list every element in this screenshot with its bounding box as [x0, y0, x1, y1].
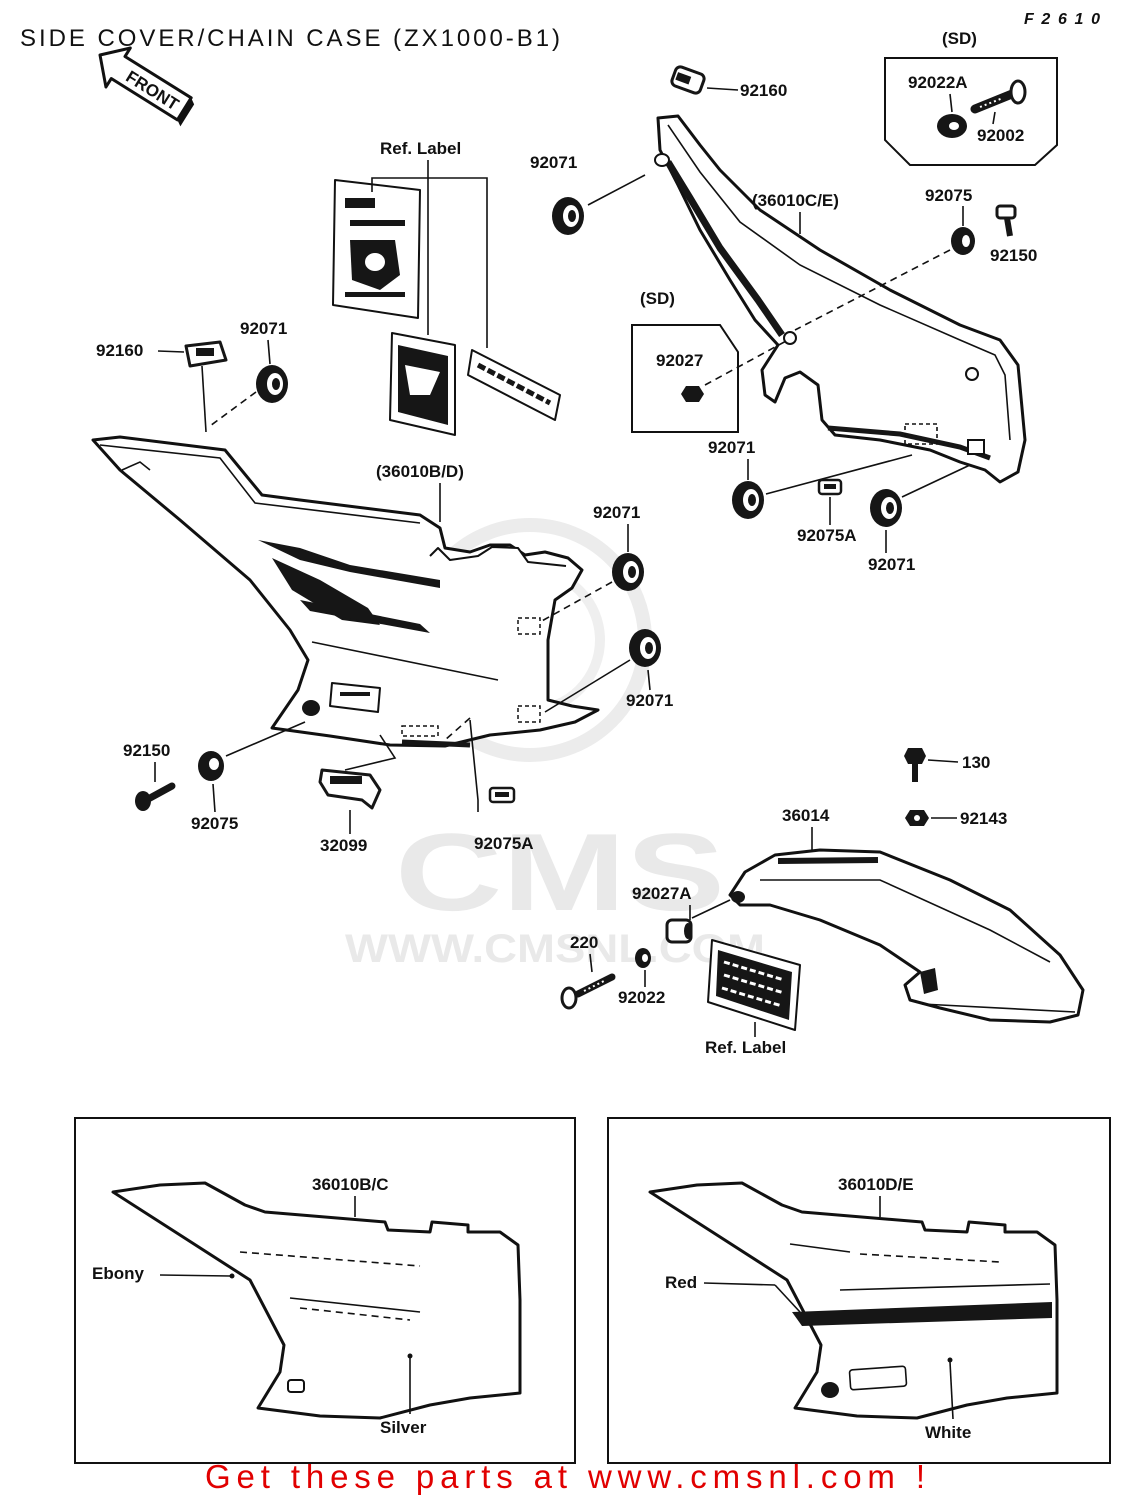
- variant-box-left: [74, 1117, 576, 1464]
- grommet-92071-top-icon: [551, 196, 585, 236]
- washer-92022-icon: [635, 948, 651, 968]
- sd-kit-top-label: (SD): [942, 29, 977, 48]
- color-variant-36010de: 36010D/E Red White: [607, 1117, 1111, 1464]
- variant-right-color-white: White: [925, 1423, 971, 1442]
- sd-kit-top: (SD) 92022A 92002: [884, 29, 1058, 166]
- side-cover-36010bd: [91, 435, 600, 748]
- callout-92022a: 92022A: [908, 73, 968, 92]
- callout-92071-mid: 92071: [708, 438, 755, 457]
- nut-92143-icon: [905, 810, 929, 826]
- clip-92160-top-icon: [670, 65, 706, 95]
- bolt-92150-right-icon: [995, 204, 1017, 237]
- bolt-92002-icon: [970, 79, 1027, 114]
- variant-left-color-silver: Silver: [380, 1418, 427, 1437]
- variant-right-part-number: 36010D/E: [838, 1175, 914, 1194]
- bolt-220-icon: [560, 973, 616, 1010]
- ref-label-plate: [707, 939, 801, 1031]
- grommet-92071-cover-lower-icon: [628, 628, 662, 668]
- figure-code: F2610: [1024, 11, 1100, 28]
- callout-92150-left: 92150: [123, 741, 170, 760]
- watermark: CMS WWW.CMSNL.COM: [345, 518, 765, 971]
- callout-92071-left: 92071: [240, 319, 287, 338]
- callout-92150-right: 92150: [990, 246, 1037, 265]
- grommet-92075-left-icon: [198, 751, 224, 781]
- callout-ref-label-bottom: Ref. Label: [705, 1038, 786, 1057]
- sd-kit-mid: (SD) 92027: [631, 289, 789, 433]
- color-variant-36010bc: 36010B/C Ebony Silver: [74, 1117, 576, 1464]
- bolt-130-icon: [904, 748, 926, 782]
- callout-92071-top: 92071: [530, 153, 577, 172]
- callout-36014: 36014: [782, 806, 830, 825]
- grommet-92071-cover-upper-icon: [611, 552, 645, 592]
- callout-92075-right: 92075: [925, 186, 972, 205]
- sd-kit-top-box: [884, 57, 1058, 166]
- callout-92160-left: 92160: [96, 341, 143, 360]
- callout-92160-top: 92160: [740, 81, 787, 100]
- callout-92143: 92143: [960, 809, 1007, 828]
- variant-left-part-number: 36010B/C: [312, 1175, 389, 1194]
- callout-36010ce: (36010C/E): [752, 191, 839, 210]
- callout-92071-cover-upper: 92071: [593, 503, 640, 522]
- callout-ref-label-top: Ref. Label: [380, 139, 461, 158]
- grommet-92075-right-icon: [951, 227, 975, 255]
- callout-92027a: 92027A: [632, 884, 692, 903]
- callout-92071-right-lower: 92071: [868, 555, 915, 574]
- grommet-92071-mid-icon: [731, 480, 765, 520]
- watermark-url-text: WWW.CMSNL.COM: [345, 927, 765, 971]
- ref-label-sheets: [332, 179, 561, 436]
- variant-left-color-ebony: Ebony: [92, 1264, 144, 1283]
- clip-92075a-left-icon: [488, 786, 516, 804]
- callout-32099: 32099: [320, 836, 367, 855]
- variant-box-right: [607, 1117, 1111, 1464]
- callout-92075a-left: 92075A: [474, 834, 534, 853]
- chain-case-rear-36014: [728, 848, 1085, 1024]
- sd-kit-mid-label: (SD): [640, 289, 675, 308]
- bracket-32099-icon: [318, 768, 382, 810]
- callout-36010bd: (36010B/D): [376, 462, 464, 481]
- callout-130: 130: [962, 753, 990, 772]
- page-title: SIDE COVER/CHAIN CASE (ZX1000-B1): [20, 25, 560, 52]
- grommet-92071-left-icon: [255, 364, 289, 404]
- callout-92027: 92027: [656, 351, 703, 370]
- spacer-92027a-icon: [665, 918, 693, 944]
- clip-92160-left-icon: [184, 340, 228, 368]
- variant-right-color-red: Red: [665, 1273, 697, 1292]
- chain-case-36010ce: [654, 114, 1027, 484]
- grommet-92071-right-lower-icon: [869, 488, 903, 528]
- nut-92027-icon: [681, 386, 704, 402]
- bolt-92150-left-icon: [135, 782, 176, 811]
- callout-92071-cover-lower: 92071: [626, 691, 673, 710]
- watermark-logo-text: CMS: [395, 811, 725, 934]
- callout-220: 220: [570, 933, 598, 952]
- callout-92022: 92022: [618, 988, 665, 1007]
- washer-92022a-icon: [937, 114, 967, 138]
- callout-92075a-right: 92075A: [797, 526, 857, 545]
- clip-92075a-right-icon: [817, 478, 843, 496]
- sd-kit-mid-box: [631, 324, 739, 433]
- callout-92075-left: 92075: [191, 814, 238, 833]
- callout-92002: 92002: [977, 126, 1024, 145]
